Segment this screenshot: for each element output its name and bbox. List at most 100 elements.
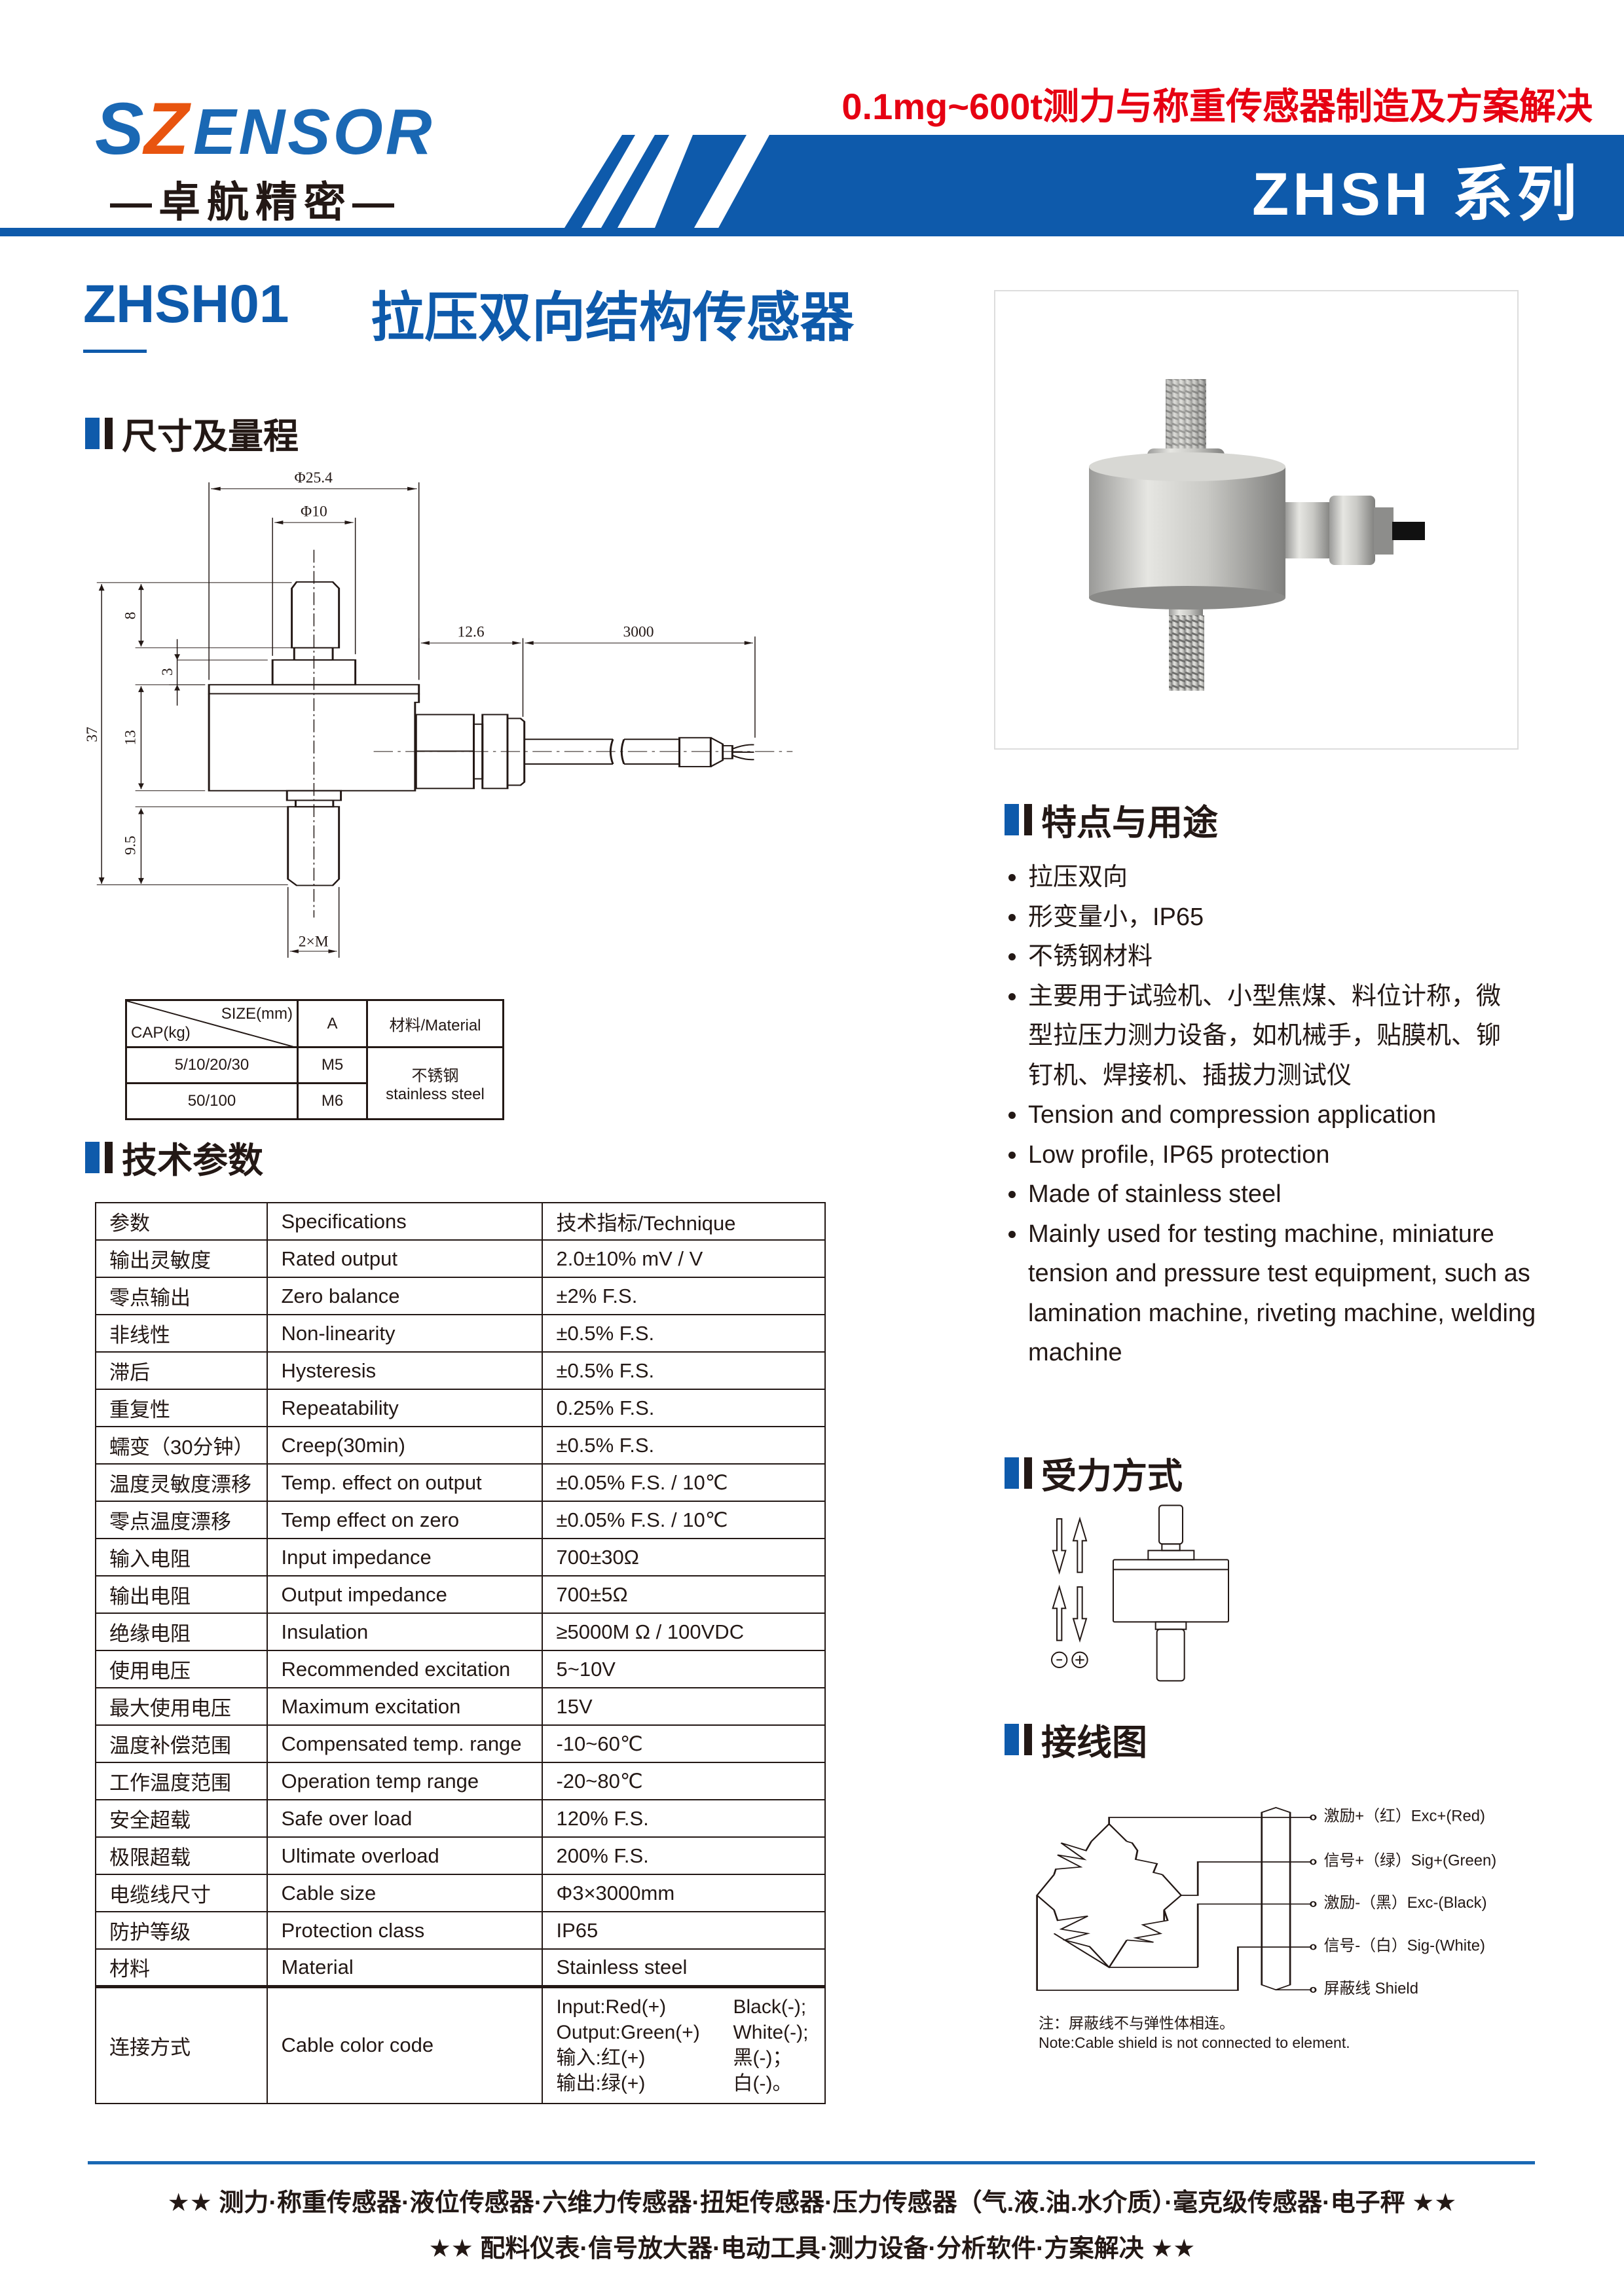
header-spec: Specifications	[267, 1202, 544, 1241]
spec-cell: Maximum excitation	[267, 1687, 544, 1726]
svg-text:ENSOR: ENSOR	[193, 96, 435, 160]
color-code-plus: 输出:绿(+)	[556, 2073, 646, 2095]
section-bars-icon	[1005, 803, 1032, 835]
shield-icon	[1261, 1807, 1291, 1991]
param-cell: 非线性	[94, 1314, 268, 1353]
spec-cell: Input impedance	[267, 1538, 544, 1576]
spec-cell: Repeatability	[267, 1389, 544, 1427]
feature-item: 拉压双向	[1007, 858, 1544, 898]
param-cell: 最大使用电压	[94, 1687, 268, 1726]
dim-bottom-stud: 9.5	[122, 835, 139, 854]
model-number: ZHSH01	[83, 274, 289, 334]
table-header-row: 参数 Specifications 技术指标/Technique	[94, 1202, 826, 1241]
cap-cell: 50/100	[125, 1082, 299, 1120]
section-wiring: 接线图	[1005, 1713, 1147, 1765]
color-code-minus: Black(-);	[733, 1996, 807, 2018]
param-cell: 输出电阻	[94, 1575, 268, 1614]
size-label: SIZE(mm)	[221, 1005, 293, 1023]
plus-icon	[1071, 1651, 1088, 1668]
spec-cell: Cable size	[267, 1874, 544, 1912]
feature-item: Made of stainless steel	[1007, 1175, 1544, 1214]
cap-cell: 5/10/20/30	[125, 1046, 299, 1084]
dim-thread: 2×M	[299, 934, 329, 951]
section-loading: 受力方式	[1005, 1447, 1183, 1499]
value-cell: 5~10V	[542, 1650, 826, 1688]
spec-cell: Cable color code	[267, 1984, 544, 2104]
value-cell: ±0.5% F.S.	[542, 1351, 826, 1390]
dim-body: 13	[122, 730, 139, 746]
spec-cell: Temp. effect on output	[267, 1463, 544, 1502]
size-table-diagonal-header: SIZE(mm) CAP(kg)	[125, 999, 299, 1048]
color-code-minus: White(-);	[733, 2022, 809, 2044]
slogan: 0.1mg~600t测力与称重传感器制造及方案解决	[841, 86, 1593, 127]
section-bars-icon	[1005, 1457, 1032, 1489]
footer-divider	[88, 2161, 1535, 2164]
color-code-plus: Input:Red(+)	[556, 1996, 667, 2018]
spec-cell: Zero balance	[267, 1277, 544, 1315]
dim-outer-diameter: Φ25.4	[295, 469, 333, 486]
param-cell: 极限超载	[94, 1836, 268, 1875]
value-cell: 120% F.S.	[542, 1799, 826, 1838]
arrow-up-icon	[1072, 1516, 1088, 1573]
feature-item: Mainly used for testing machine, miniatu…	[1007, 1214, 1544, 1373]
resistor-icon	[1126, 1910, 1169, 1943]
section-bars-icon	[85, 417, 113, 449]
svg-text:Z: Z	[142, 92, 191, 160]
resistor-icon	[1126, 1840, 1163, 1876]
section-specs: 技术参数	[85, 1131, 263, 1183]
spec-cell: Output impedance	[267, 1575, 544, 1614]
thread-cell: M5	[297, 1046, 368, 1084]
table-row: 蠕变（30分钟）Creep(30min)±0.5% F.S.	[94, 1426, 826, 1465]
footer-line-1: ★★ 测力·称重传感器·液位传感器·六维力传感器·扭矩传感器·压力传感器（气.液…	[167, 2189, 1457, 2217]
spec-cell: Material	[267, 1948, 544, 1987]
load-cell-image	[1089, 379, 1425, 691]
section-features: 特点与用途	[1005, 793, 1218, 845]
resistor-icon	[1053, 1910, 1110, 1968]
feature-item: 形变量小，IP65	[1007, 898, 1544, 938]
spec-cell: Recommended excitation	[267, 1650, 544, 1688]
dim-cable: 3000	[623, 623, 654, 640]
spec-cell: Ultimate overload	[267, 1836, 544, 1875]
size-table: SIZE(mm) CAP(kg) A 材料/Material 5/10/20/3…	[125, 999, 504, 1120]
param-cell: 输入电阻	[94, 1538, 268, 1576]
color-code-plus: 输入:红(+)	[556, 2047, 646, 2069]
feature-item: Tension and compression application	[1007, 1095, 1544, 1135]
section-title: 技术参数	[122, 1141, 263, 1180]
header-band	[0, 135, 1624, 236]
wire-label-exc-plus: 激励+（红）Exc+(Red)	[1324, 1808, 1485, 1825]
dim-inner-diameter: Φ10	[301, 503, 327, 520]
value-cell: ≥5000M Ω / 100VDC	[542, 1613, 826, 1651]
section-title: 特点与用途	[1041, 803, 1218, 843]
col-material-header: 材料/Material	[366, 999, 504, 1048]
value-cell: ±0.05% F.S. / 10℃	[542, 1501, 826, 1539]
value-cell: ±0.5% F.S.	[542, 1314, 826, 1353]
value-cell: 2.0±10% mV / V	[542, 1239, 826, 1278]
feature-item: 主要用于试验机、小型焦煤、料位计称，微型拉压力测力设备，如机械手，贴膜机、铆钉机…	[1007, 977, 1505, 1096]
spec-cell: Creep(30min)	[267, 1426, 544, 1465]
color-code-minus: 黑(-)；	[733, 2047, 792, 2069]
param-cell: 零点输出	[94, 1277, 268, 1315]
param-cell: 输出灵敏度	[94, 1239, 268, 1278]
arrow-down-icon	[1072, 1586, 1088, 1643]
arrow-down-icon	[1052, 1518, 1067, 1575]
minus-icon	[1051, 1651, 1068, 1668]
svg-text:S: S	[95, 92, 145, 160]
brand-subtitle: —卓航精密—	[110, 179, 401, 226]
wire-label-sig-plus: 信号+（绿）Sig+(Green)	[1324, 1852, 1497, 1870]
